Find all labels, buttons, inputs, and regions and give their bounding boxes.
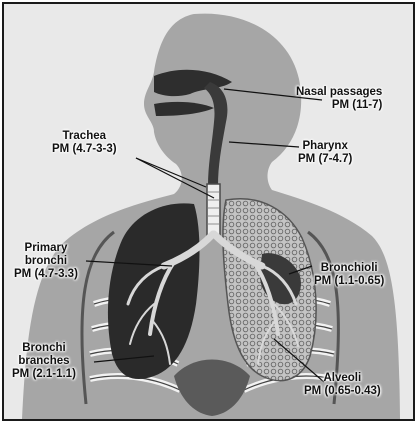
label-bronchioli: Bronchioli PM (1.1-0.65) — [314, 262, 384, 288]
label-nasal-passages: Nasal passages PM (11-7) — [296, 86, 382, 112]
label-primary-bronchi: Primary bronchi PM (4.7-3.3) — [14, 242, 78, 281]
label-pharynx: Pharynx PM (7-4.7) — [298, 140, 352, 166]
label-bronchi-branches: Bronchi branches PM (2.1-1.1) — [12, 342, 76, 381]
label-trachea: Trachea PM (4.7-3-3) — [52, 130, 117, 156]
respiratory-diagram: Nasal passages PM (11-7) Trachea PM (4.7… — [2, 2, 415, 421]
label-alveoli: Alveoli PM (0.65-0.43) — [304, 372, 381, 398]
